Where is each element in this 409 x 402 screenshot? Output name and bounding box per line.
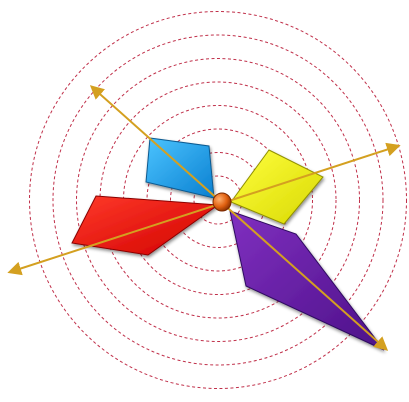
blue-quadrilateral <box>145 137 215 199</box>
axis-line-2 <box>7 142 401 276</box>
dashed-circle-8 <box>29 11 407 389</box>
axes <box>7 85 401 351</box>
center-point <box>212 192 232 212</box>
shapes <box>71 137 385 351</box>
red-quadrilateral <box>71 195 220 256</box>
yellow-quadrilateral <box>230 149 324 225</box>
